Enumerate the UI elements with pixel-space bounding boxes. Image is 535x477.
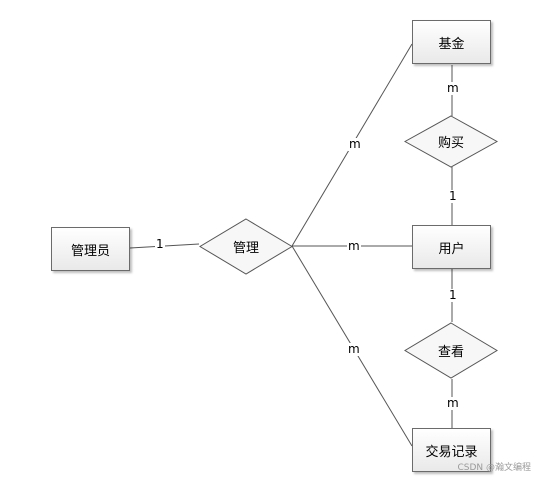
entity-user-label: 用户: [438, 241, 465, 257]
diamond-shape: [404, 115, 498, 168]
relationship-manage-label: 管理: [232, 241, 259, 256]
diamond-shape: [199, 218, 293, 275]
entity-transaction[interactable]: 交易记录: [412, 428, 491, 472]
cardinality-view-transaction: m: [446, 396, 460, 410]
cardinality-user-view: 1: [448, 288, 458, 302]
entity-user[interactable]: 用户: [412, 225, 491, 269]
relationship-view[interactable]: 查看: [404, 322, 498, 379]
cardinality-purchase-user: 1: [448, 189, 458, 203]
relationship-purchase[interactable]: 购买: [404, 115, 498, 168]
entity-transaction-label: 交易记录: [425, 444, 478, 460]
cardinality-manage-fund: m: [348, 137, 362, 151]
relationship-view-label: 查看: [437, 345, 464, 360]
cardinality-admin-manage: 1: [155, 237, 165, 251]
cardinality-fund-purchase: m: [446, 81, 460, 95]
relationship-manage[interactable]: 管理: [199, 218, 293, 275]
entity-fund[interactable]: 基金: [412, 20, 491, 64]
entity-admin-label: 管理员: [70, 243, 110, 259]
entity-admin[interactable]: 管理员: [51, 227, 130, 271]
watermark: CSDN @瀚文编程: [457, 463, 531, 473]
entity-fund-label: 基金: [438, 36, 465, 52]
cardinality-manage-user: m: [347, 239, 361, 253]
cardinality-manage-transaction: m: [347, 342, 361, 356]
diamond-shape: [404, 322, 498, 379]
relationship-purchase-label: 购买: [437, 136, 464, 151]
